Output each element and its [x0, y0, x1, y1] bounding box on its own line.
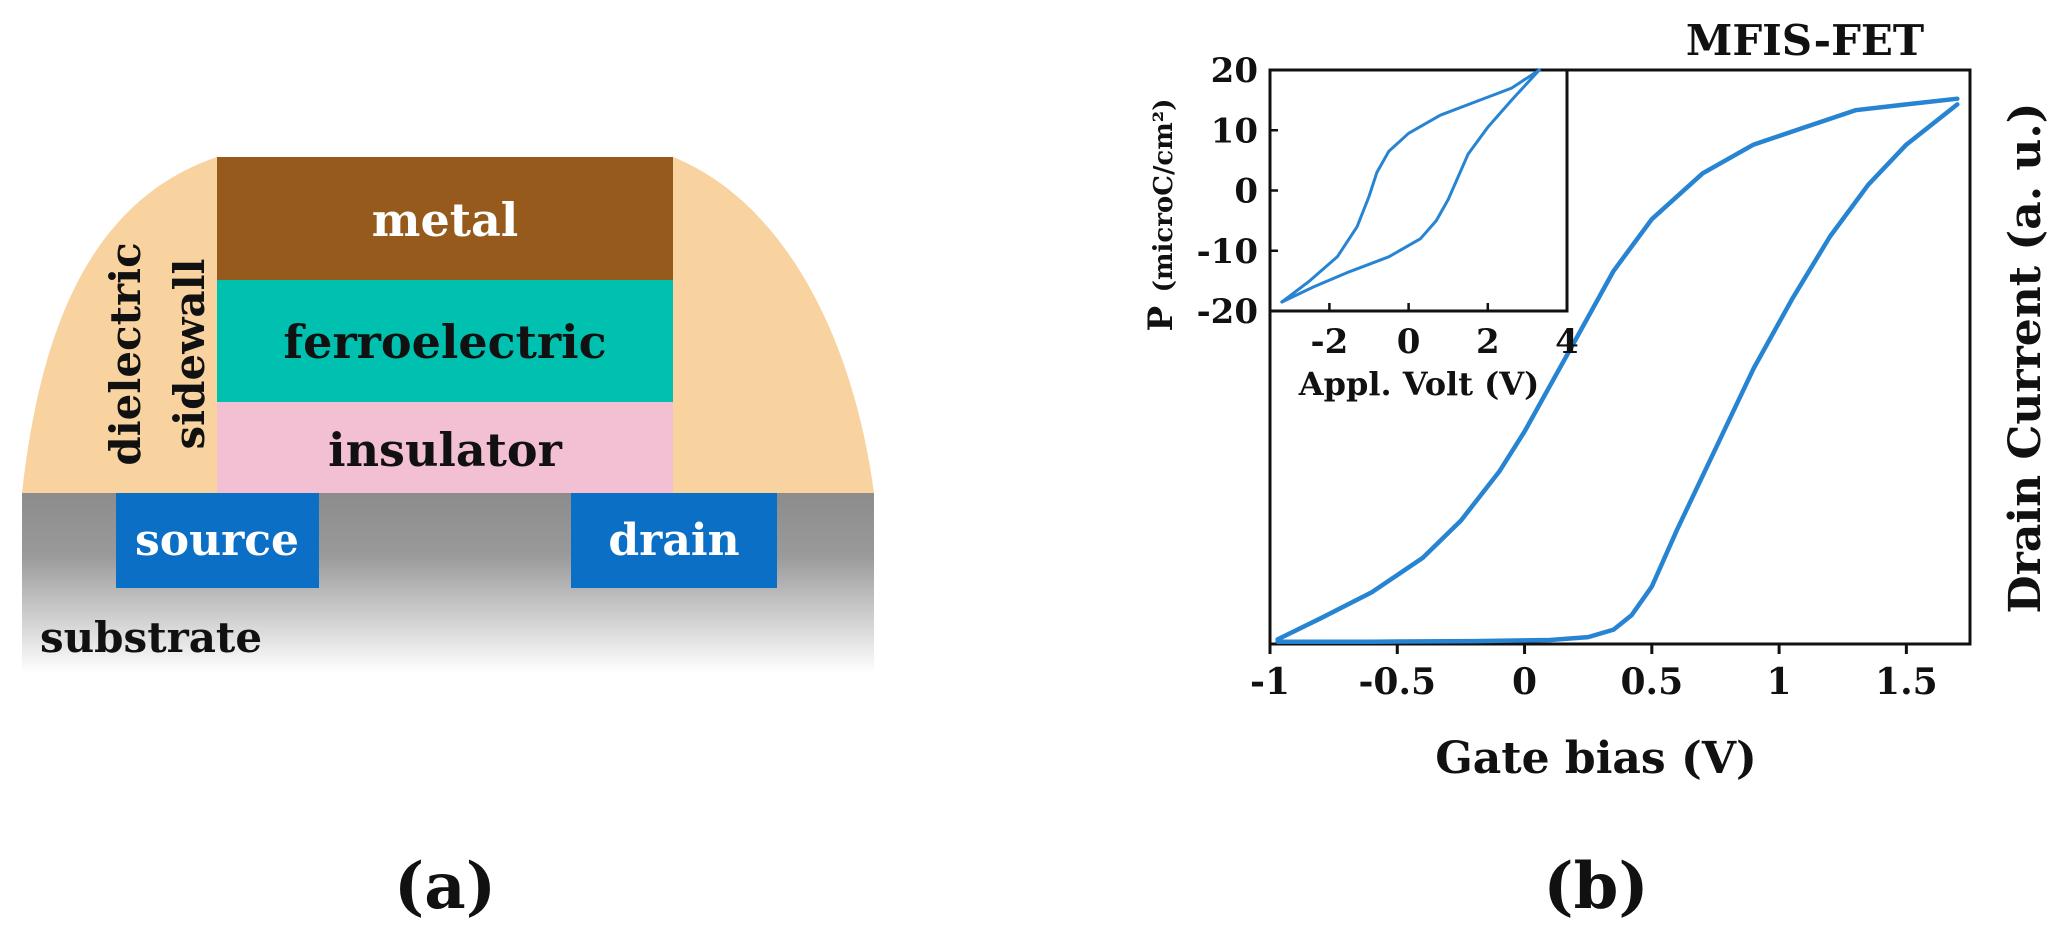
inset-y-axis-unit: (microC/cm²) [1149, 99, 1179, 293]
metal-layer [217, 157, 673, 280]
inset-x-tick-label: -2 [1311, 322, 1349, 362]
drain-region [571, 493, 777, 588]
inset-x-ticks: -2 0 2 4 [1311, 303, 1579, 362]
insulator-layer [217, 402, 673, 493]
drain-label: drain [608, 515, 739, 566]
dielectric-sidewall-left [22, 157, 217, 493]
inset-y-tick-label: 10 [1211, 111, 1258, 151]
main-x-tick-label: 1.5 [1875, 661, 1938, 703]
inset-x-axis-label: Appl. Volt (V) [1298, 365, 1539, 403]
svg-text:P (microC/cm²): P (microC/cm²) [1141, 99, 1181, 332]
inset-x-tick-label: 4 [1555, 322, 1579, 362]
main-chart-title: MFIS-FET [1686, 16, 1924, 65]
ferroelectric-label: ferroelectric [283, 315, 606, 369]
sidewall-label-line1: dielectric [101, 242, 150, 465]
metal-label: metal [372, 193, 518, 247]
ferroelectric-layer [217, 280, 673, 402]
main-x-tick-label: -1 [1250, 661, 1290, 703]
inset-y-tick-label: -20 [1197, 292, 1258, 332]
insulator-label: insulator [328, 423, 562, 477]
dielectric-sidewall-right [673, 157, 874, 493]
caption-a: (a) [394, 849, 496, 924]
main-plot-frame [1268, 68, 1972, 646]
inset-sweep-down-line [1280, 68, 1541, 304]
inset-y-ticks: 20 10 0 -10 -20 [1197, 51, 1278, 332]
main-x-axis-label: Gate bias (V) [1435, 733, 1757, 784]
main-x-tick-label: -0.5 [1358, 661, 1436, 703]
inset-y-axis-label: P [1141, 306, 1181, 332]
main-x-tick-label: 1 [1767, 661, 1792, 703]
panel-b: -1 -0.5 0 0.5 1 1.5 MFIS-FET Gate bias (V) Dr… [1141, 16, 2051, 924]
substrate-label: substrate [40, 613, 262, 662]
inset-sweep-up-line [1280, 68, 1541, 304]
panel-a: metal ferroelectric insulator dielectric… [22, 157, 874, 924]
inset-x-tick-label: 2 [1476, 322, 1500, 362]
inset-x-tick-label: 0 [1397, 322, 1421, 362]
main-sweep-up-line [1275, 96, 1960, 642]
main-sweep-down-line [1275, 102, 1960, 644]
inset-y-tick-label: -10 [1197, 232, 1258, 272]
sidewall-label-line2: sidewall [165, 259, 214, 450]
caption-b: (b) [1543, 849, 1648, 924]
inset-y-tick-label: 20 [1211, 51, 1258, 91]
main-series [1275, 96, 1960, 644]
main-x-tick-label: 0 [1512, 661, 1537, 703]
inset-y-tick-label: 0 [1234, 172, 1258, 212]
main-x-tick-label: 0.5 [1620, 661, 1683, 703]
source-region [116, 493, 319, 588]
main-x-ticks: -1 -0.5 0 0.5 1 1.5 [1250, 644, 1938, 703]
source-label: source [135, 515, 299, 566]
main-y-axis-label: Drain Current (a. u.) [2000, 103, 2051, 614]
inset-y-axis-label-group: P (microC/cm²) [1141, 99, 1181, 332]
inset-series [1280, 68, 1541, 304]
